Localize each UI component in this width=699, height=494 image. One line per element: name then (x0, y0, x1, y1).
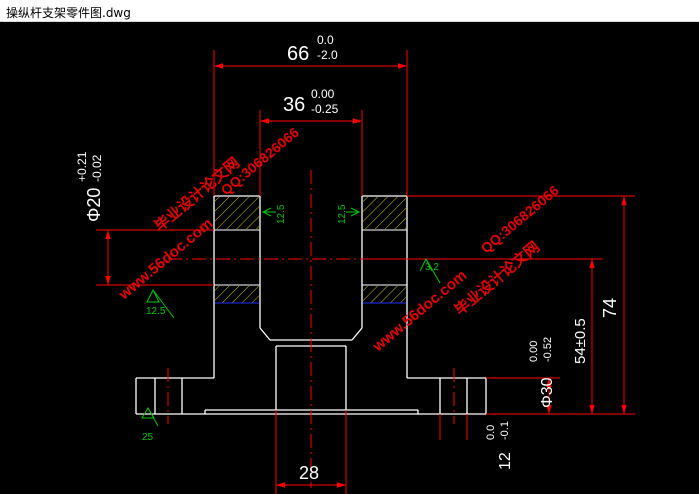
dimension-texts: 66 0.0 -2.0 36 0.00 -0.25 Φ20 +0.21 -0.0… (75, 33, 620, 483)
roughness-symbol-4 (419, 257, 441, 284)
roughness-texts: 12.5 12.5 12.5 3.2 25 (142, 204, 439, 443)
dim-66-lower: -2.0 (317, 48, 338, 62)
roughness-symbols (141, 207, 441, 427)
roughness-symbol-3 (146, 288, 175, 319)
cross-bore (214, 229, 407, 286)
dim-d30-value: Φ30 (539, 377, 556, 408)
dim-28-value: 28 (299, 463, 319, 483)
roughness-symbol-1 (261, 207, 276, 217)
hatched-sections (215, 197, 406, 304)
center-lines (167, 170, 460, 488)
roughness-r1: 12.5 (276, 204, 287, 224)
dim-54-value: 54±0.5 (572, 318, 589, 364)
dim-12-value: 12 (497, 452, 514, 470)
window-title: 操纵杆支架零件图.dwg (6, 6, 131, 20)
dim-36-value: 36 (283, 94, 305, 116)
hatch-lower-left (215, 286, 259, 303)
dim-66-upper: 0.0 (317, 33, 334, 47)
watermark-left: www.56doc.com 毕业设计论文网 QQ:306826066 (115, 124, 302, 304)
dim-12-lower: -0.1 (499, 421, 511, 440)
drawing-canvas[interactable]: 66 0.0 -2.0 36 0.00 -0.25 Φ20 +0.21 -0.0… (0, 22, 699, 494)
dim-d30-lower: -0.52 (542, 337, 554, 362)
bore-chamfer-right (351, 327, 363, 341)
dim-d20-lower: -0.02 (90, 154, 104, 182)
window-title-bar: 操纵杆支架零件图.dwg (0, 0, 699, 22)
dim-d20-value: Φ20 (84, 188, 104, 222)
hatch-upper-right (363, 197, 406, 229)
bore-chamfer-left (259, 327, 271, 341)
dim-66-value: 66 (287, 43, 309, 65)
hatch-lower-right (363, 286, 406, 303)
dim-d20-upper: +0.21 (75, 151, 89, 182)
dim-36-upper: 0.00 (311, 87, 335, 101)
hatch-upper-left (215, 197, 259, 229)
roughness-symbol-5 (141, 407, 159, 427)
roughness-r6: 25 (142, 432, 154, 443)
dim-74-value: 74 (600, 298, 620, 318)
dimensions (96, 50, 635, 494)
watermark-right-qq: QQ:306826066 (478, 182, 562, 256)
cad-drawing[interactable]: 66 0.0 -2.0 36 0.00 -0.25 Φ20 +0.21 -0.0… (0, 22, 699, 494)
roughness-r3: 12.5 (146, 306, 166, 317)
roughness-symbol-2 (346, 207, 361, 217)
dim-12-upper: 0.0 (485, 425, 497, 440)
dim-36-lower: -0.25 (311, 102, 339, 116)
roughness-r4: 3.2 (425, 262, 439, 273)
dim-d30-upper: 0.00 (528, 341, 540, 362)
roughness-r2: 12.5 (337, 204, 348, 224)
